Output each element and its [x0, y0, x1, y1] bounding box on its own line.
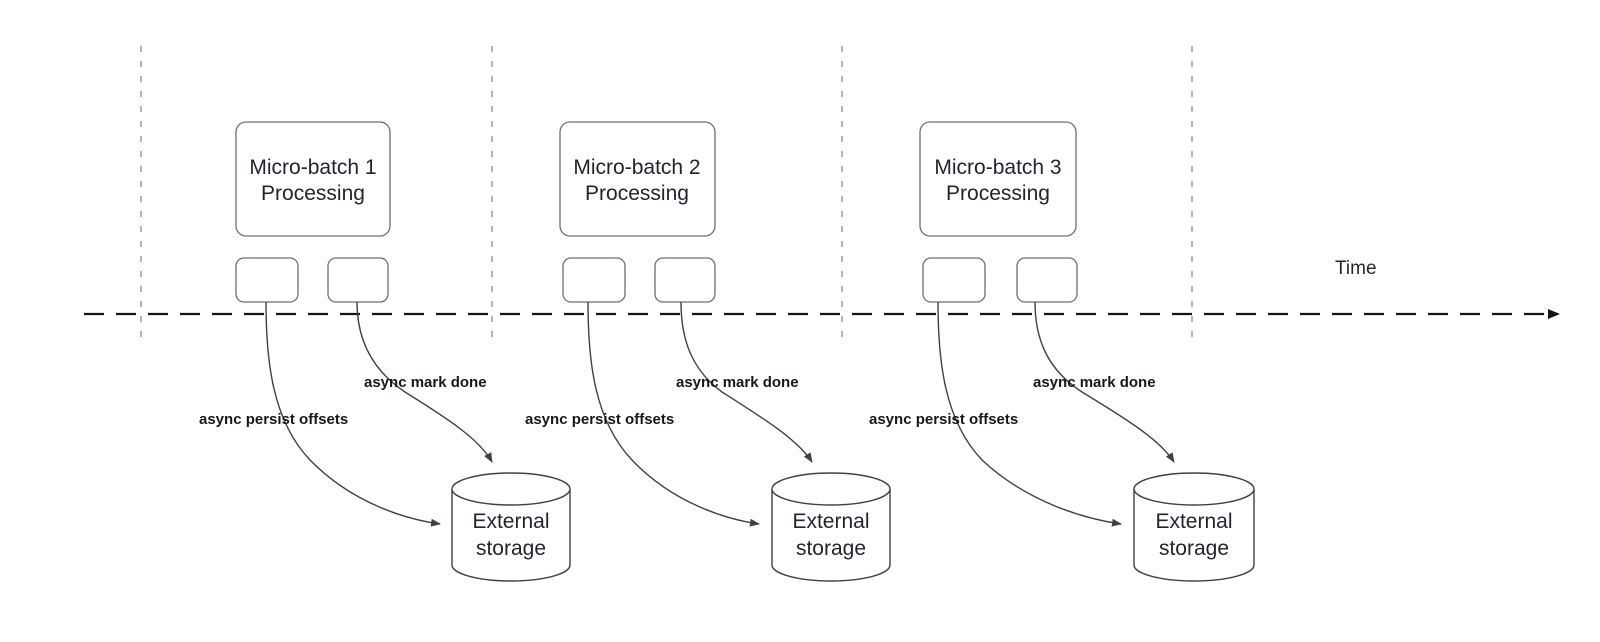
group-2: Micro-batch 2 Processing External storag… [525, 121, 891, 582]
task-box-2b[interactable] [654, 257, 716, 303]
external-storage-3-top [1133, 472, 1255, 506]
boundary-gridlines [140, 46, 1193, 345]
edge-label-mark-done-2: async mark done [676, 374, 799, 391]
edge-label-mark-done-3: async mark done [1033, 374, 1156, 391]
external-storage-3-label-line1: External [1155, 510, 1232, 533]
external-storage-3-body[interactable] [1133, 489, 1255, 582]
edge-mark-done-3 [1034, 301, 1175, 463]
time-axis: Time [84, 258, 1560, 319]
external-storage-3[interactable]: External storage [1133, 472, 1255, 582]
microbatch-1-label-line1: Micro-batch 1 [249, 156, 376, 179]
external-storage-1-body[interactable] [451, 489, 571, 582]
external-storage-2-label-line2: storage [796, 537, 866, 560]
edge-label-persist-offsets-2: async persist offsets [525, 411, 674, 428]
microbatch-3-label-line2: Processing [946, 182, 1050, 205]
external-storage-2-label-line1: External [792, 510, 869, 533]
external-storage-1-top [451, 472, 571, 506]
edge-label-persist-offsets-1: async persist offsets [199, 411, 348, 428]
external-storage-1-label-line1: External [472, 510, 549, 533]
microbatch-2-label-line2: Processing [585, 182, 689, 205]
external-storage-2-top [771, 472, 891, 506]
edge-mark-done-2 [680, 301, 813, 463]
task-box-2a[interactable] [562, 257, 626, 303]
edge-persist-offsets-3 [937, 301, 1122, 527]
microbatch-3-box[interactable]: Micro-batch 3 Processing [919, 121, 1077, 237]
external-storage-1-label-line2: storage [476, 537, 546, 560]
task-box-1a[interactable] [235, 257, 299, 303]
microbatch-2-rect[interactable] [559, 121, 716, 237]
group-3: Micro-batch 3 Processing External storag… [869, 121, 1255, 582]
edge-persist-offsets-1 [265, 301, 441, 527]
external-storage-3-label-line2: storage [1159, 537, 1229, 560]
edge-mark-done-1 [356, 301, 493, 463]
edge-persist-offsets-2 [587, 301, 760, 527]
task-box-1b[interactable] [327, 257, 389, 303]
group-1: Micro-batch 1 Processing External storag… [199, 121, 571, 582]
external-storage-2-body[interactable] [771, 489, 891, 582]
microbatch-1-label-line2: Processing [261, 182, 365, 205]
task-box-3b[interactable] [1016, 257, 1078, 303]
microbatch-2-box[interactable]: Micro-batch 2 Processing [559, 121, 716, 237]
microbatch-2-label-line1: Micro-batch 2 [573, 156, 700, 179]
microbatch-1-box[interactable]: Micro-batch 1 Processing [235, 121, 391, 237]
task-box-3a[interactable] [922, 257, 986, 303]
time-axis-label: Time [1335, 258, 1377, 279]
edge-label-persist-offsets-3: async persist offsets [869, 411, 1018, 428]
microbatch-3-label-line1: Micro-batch 3 [934, 156, 1061, 179]
external-storage-1[interactable]: External storage [451, 472, 571, 582]
microbatch-1-rect[interactable] [235, 121, 391, 237]
external-storage-2[interactable]: External storage [771, 472, 891, 582]
microbatch-3-rect[interactable] [919, 121, 1077, 237]
edge-label-mark-done-1: async mark done [364, 374, 487, 391]
